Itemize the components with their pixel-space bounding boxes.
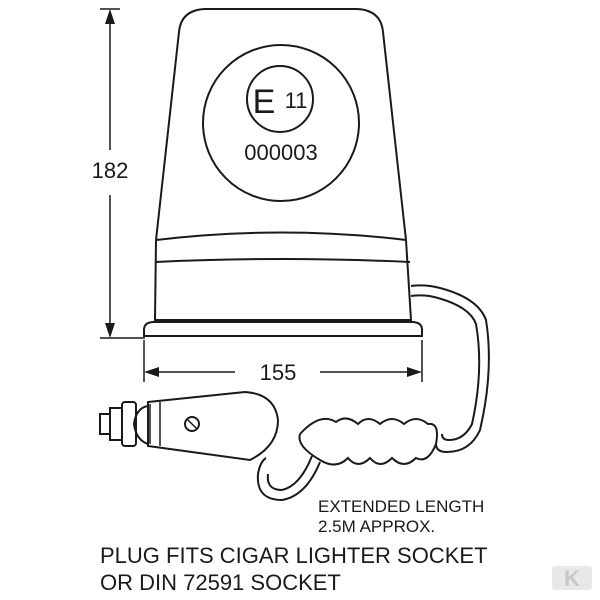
arrowhead-right-icon <box>407 367 422 377</box>
cigar-plug <box>99 390 280 462</box>
coil-bottom <box>319 443 437 466</box>
plug-screw-icon <box>184 416 200 432</box>
width-dimension: 155 <box>143 340 423 385</box>
e-mark-circle <box>246 65 314 133</box>
plug-note-line1: PLUG FITS CIGAR LIGHTER SOCKET <box>100 543 488 568</box>
extended-length-line2: 2.5M APPROX. <box>318 517 435 536</box>
beacon-dome <box>155 8 407 241</box>
beacon-body: E 11 000003 <box>143 8 423 337</box>
plug-tip <box>99 413 110 435</box>
beacon-base <box>153 239 413 321</box>
plug-barrel <box>109 407 122 441</box>
cable-lower <box>256 457 321 502</box>
dome-rim <box>155 231 407 241</box>
watermark-letter: K <box>564 566 580 591</box>
watermark-logo: K <box>552 566 592 591</box>
cable-upper-inner <box>410 294 481 442</box>
plug-collar <box>132 405 149 445</box>
height-dimension: 182 <box>92 8 145 339</box>
arrowhead-up-icon <box>105 9 115 24</box>
cable-lower-inner <box>266 455 313 492</box>
mounting-foot <box>143 321 423 337</box>
power-cable <box>256 284 490 502</box>
plug-ring <box>121 401 137 447</box>
watermark-badge <box>552 566 592 590</box>
coil-end <box>298 433 321 461</box>
extended-length-line1: EXTENDED LENGTH <box>318 497 484 516</box>
e-mark-number: 11 <box>285 88 308 113</box>
arrowhead-down-icon <box>105 323 115 338</box>
base-ring <box>154 258 411 263</box>
coil-top <box>299 417 438 445</box>
cable-upper <box>410 284 490 454</box>
arrowhead-left-icon <box>144 367 159 377</box>
e-mark-letter: E <box>253 83 276 121</box>
width-label: 155 <box>260 360 297 385</box>
plug-body <box>147 390 280 462</box>
height-label: 182 <box>92 158 129 183</box>
approval-code: 000003 <box>244 140 317 165</box>
plug-note-line2: OR DIN 72591 SOCKET <box>100 570 341 595</box>
approval-disc <box>202 44 360 202</box>
